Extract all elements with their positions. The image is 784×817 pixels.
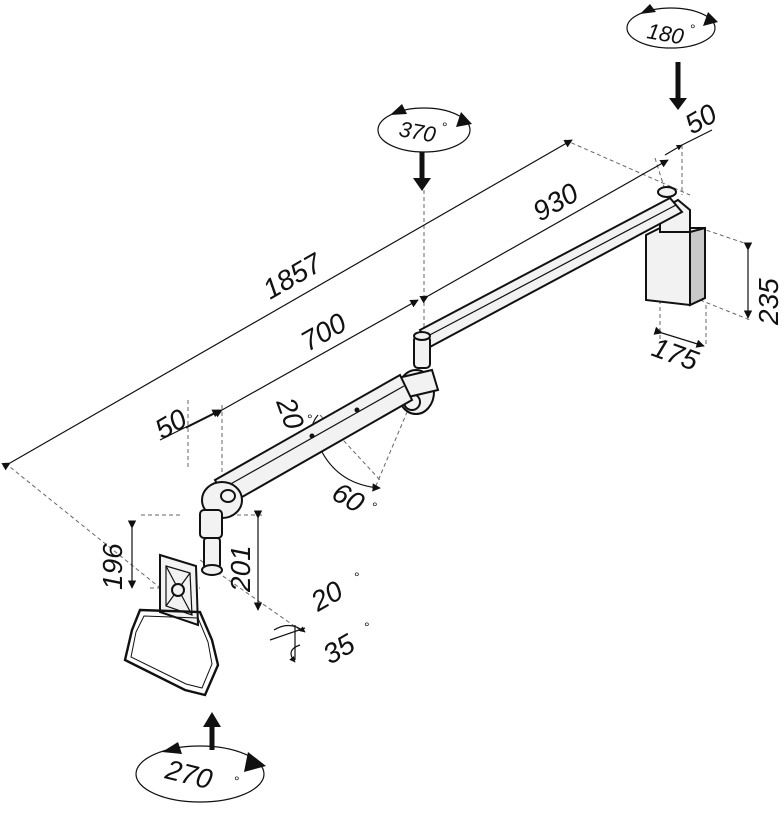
degree-symbol: ° — [354, 569, 360, 585]
angle-head-tilt: 20 — [305, 575, 349, 618]
dim-arm-outer: 930 — [528, 177, 584, 227]
degree-symbol: ° — [442, 119, 448, 135]
dimension-lines — [1, 129, 753, 611]
dim-arm-inner: 700 — [296, 307, 352, 357]
rotation-370-indicator — [377, 104, 472, 153]
angle-tilt-down: 60 — [327, 476, 370, 519]
angle-head-swivel: 35 — [318, 628, 361, 671]
dim-vertical-mid: 201 — [225, 545, 256, 593]
rotation-180-indicator — [626, 4, 718, 49]
monitor-outline — [123, 608, 220, 697]
degree-symbol: ° — [372, 499, 378, 515]
angle-rot-bottom: 270 — [162, 754, 216, 796]
dim-vertical-left: 196 — [97, 543, 128, 590]
dim-offset-left: 50 — [150, 403, 193, 446]
degree-symbol: ° — [364, 619, 370, 635]
angle-rot-top-right: 180 — [645, 18, 686, 49]
rotation-270-indicator — [135, 742, 266, 803]
direction-arrows — [203, 62, 687, 750]
vesa-plate — [159, 553, 200, 627]
degree-symbol: ° — [307, 411, 313, 427]
inner-arm — [213, 373, 414, 507]
degree-symbol: ° — [690, 21, 696, 37]
dim-offset-right: 50 — [680, 98, 723, 141]
outer-arm — [413, 196, 684, 369]
angle-tilt-up: 20 — [270, 393, 310, 434]
head-joint — [199, 481, 243, 576]
angle-rot-top-mid: 370 — [397, 116, 438, 147]
dim-height-mount: 235 — [753, 278, 784, 326]
dim-width-mount: 175 — [648, 332, 703, 377]
dim-total-length: 1857 — [258, 246, 329, 305]
degree-symbol: ° — [234, 773, 240, 789]
